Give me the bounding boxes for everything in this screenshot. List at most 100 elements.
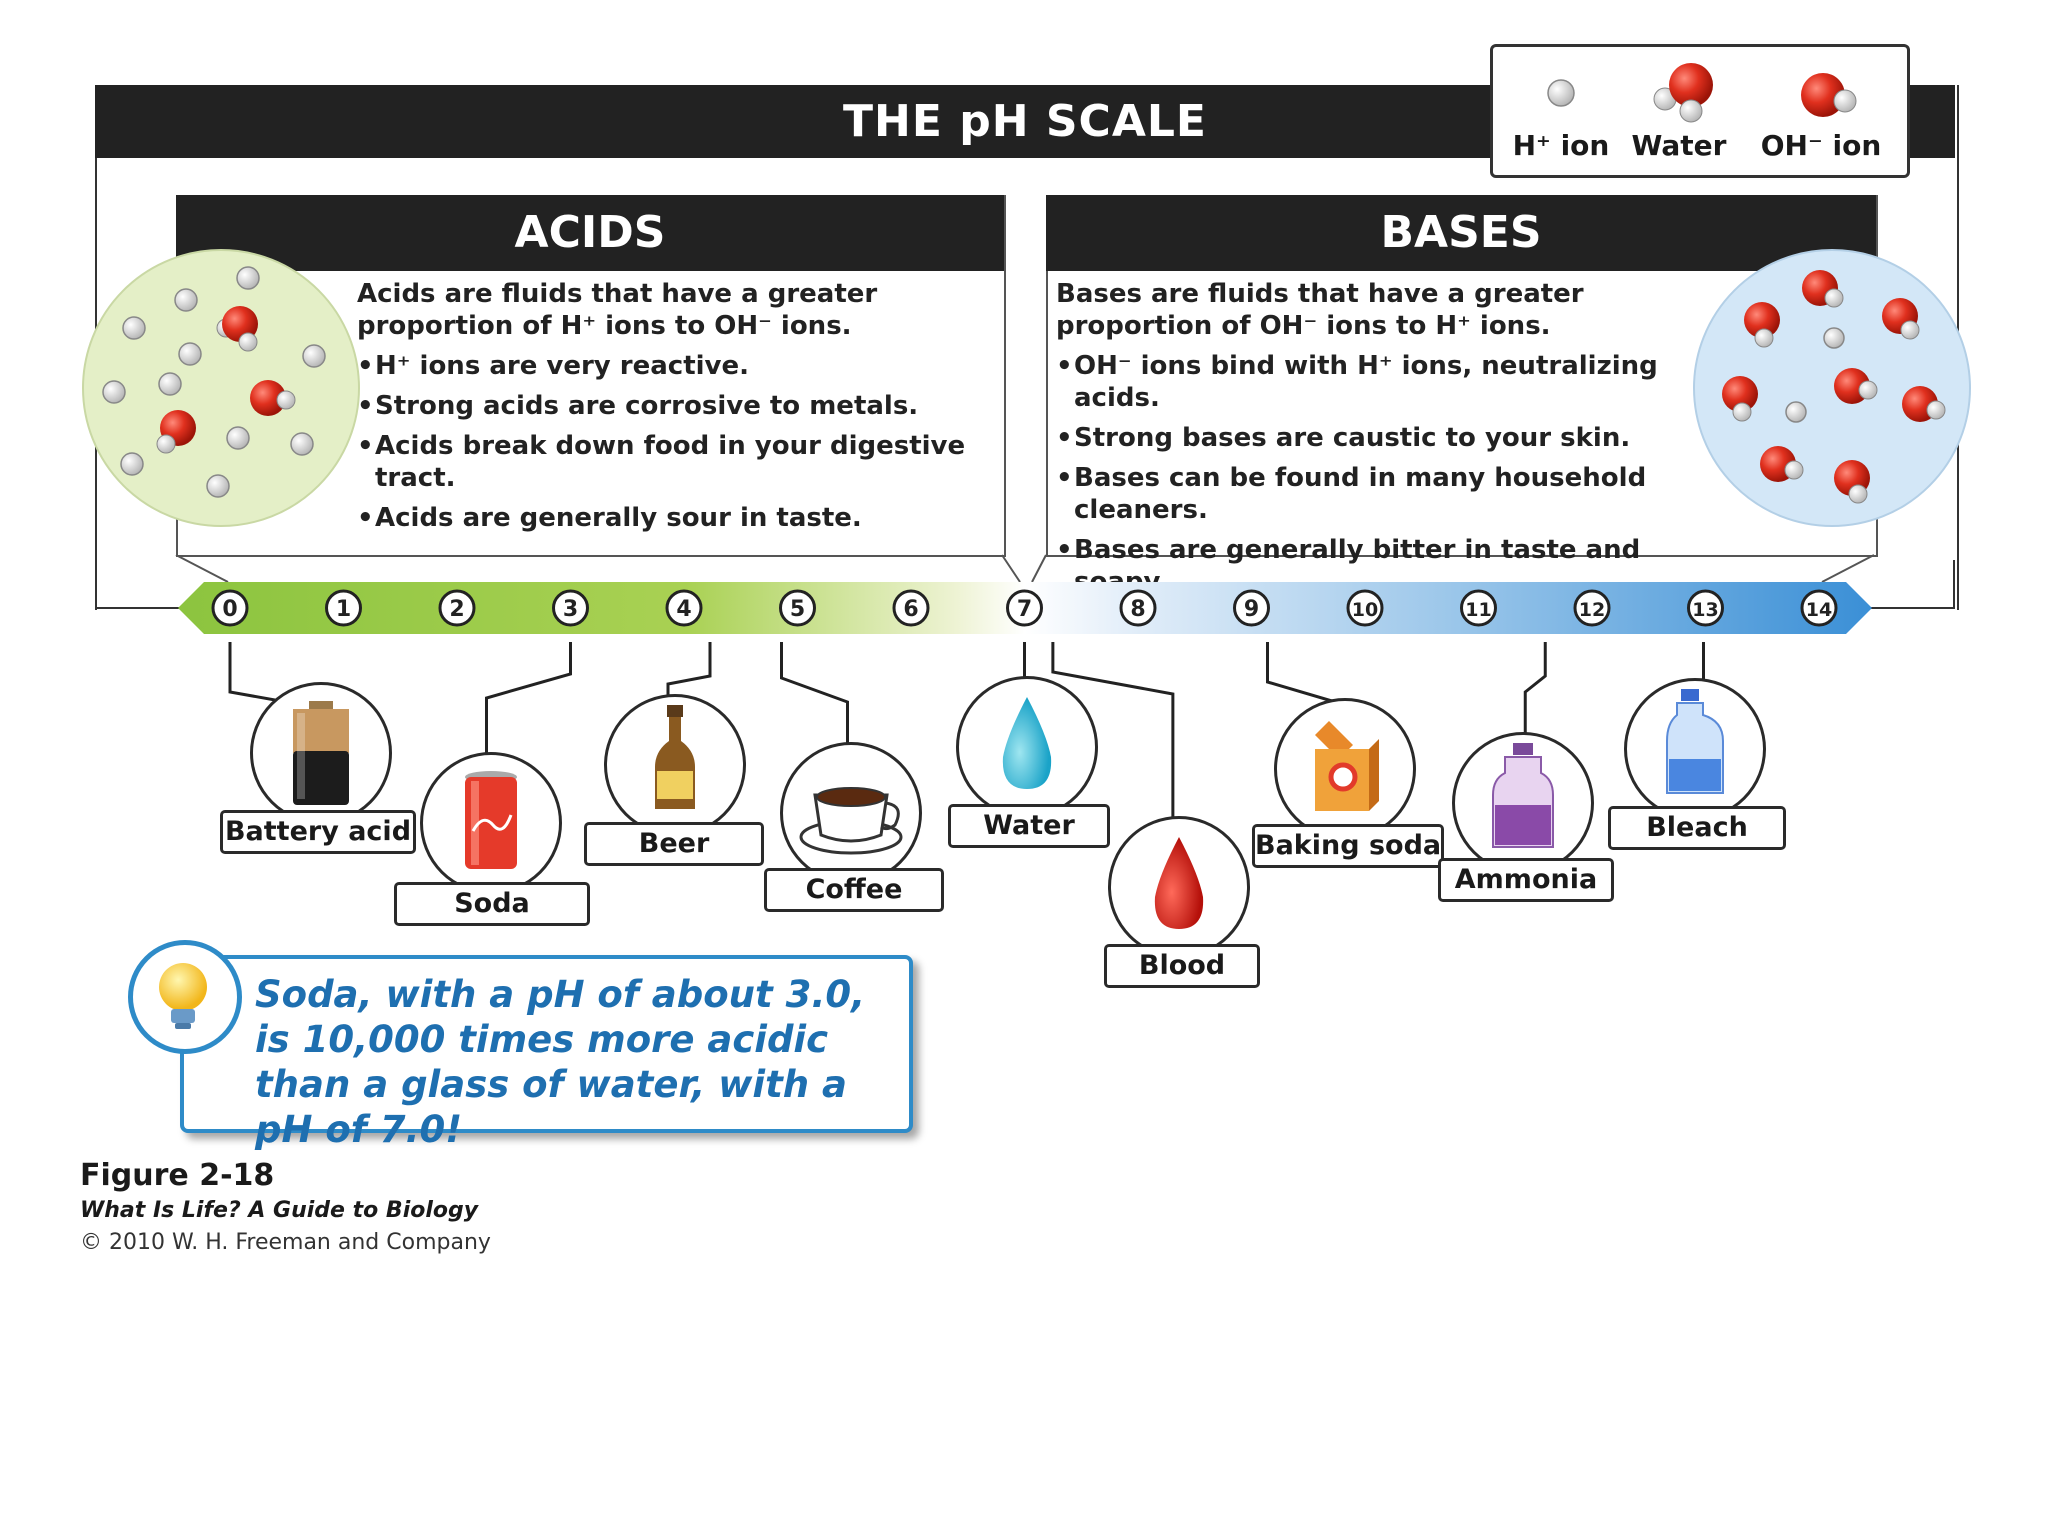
ph-tick-1: 1: [325, 589, 362, 627]
ph-tick-11: 11: [1460, 589, 1497, 627]
acids-text: Acids are fluids that have a greater pro…: [357, 278, 997, 542]
ph-tick-3: 3: [552, 589, 589, 627]
ph-tick-9: 9: [1233, 589, 1270, 627]
acid-molecules-illustration: [82, 249, 360, 527]
svg-text:3: 3: [563, 597, 578, 622]
baking-soda-box-icon: [1315, 721, 1379, 811]
acids-bullets: H⁺ ions are very reactive. Strong acids …: [357, 350, 997, 534]
base-molecules-illustration: [1693, 249, 1971, 527]
battery-acid-circle: [250, 682, 392, 824]
bases-intro: Bases are fluids that have a greater pro…: [1056, 279, 1584, 341]
leader-line-ammonia: [1523, 642, 1547, 746]
lightbulb-icon: [128, 940, 242, 1054]
ph-tick-8: 8: [1119, 589, 1157, 627]
svg-text:4: 4: [676, 597, 691, 622]
blood-label: Blood: [1104, 944, 1260, 988]
leader-line-coffee: [780, 642, 849, 754]
ammonia-label: Ammonia: [1438, 858, 1614, 902]
bases-bullet: Bases can be found in many household cle…: [1056, 462, 1716, 526]
soda-label: Soda: [394, 882, 590, 926]
page-title: THE pH SCALE: [843, 96, 1207, 147]
figure-number: Figure 2-18: [80, 1158, 275, 1193]
acids-bullet: Acids are generally sour in taste.: [357, 502, 997, 534]
figure-book-title: What Is Life? A Guide to Biology: [80, 1198, 479, 1223]
svg-text:12: 12: [1579, 599, 1605, 621]
coffee-cup-icon: [799, 787, 903, 855]
baking-soda-label: Baking soda: [1252, 824, 1444, 868]
leader-line-blood: [1051, 642, 1175, 820]
beer-circle: [604, 694, 746, 836]
baking-soda-circle: [1274, 698, 1416, 840]
water-label: Water: [948, 804, 1110, 848]
acids-heading: ACIDS: [176, 195, 1004, 271]
ammonia-circle: [1452, 732, 1594, 874]
water-drop-icon: [1002, 697, 1052, 789]
svg-text:10: 10: [1352, 599, 1378, 621]
svg-text:11: 11: [1465, 599, 1491, 621]
bases-bullet: Bases are generally bitter in taste and …: [1056, 534, 1716, 598]
ph-tick-13: 13: [1687, 589, 1724, 627]
oh-ion-icon: [1801, 73, 1857, 117]
ph-tick-7: 7: [1006, 589, 1043, 627]
svg-text:2: 2: [449, 597, 464, 622]
bleach-label: Bleach: [1608, 806, 1786, 850]
svg-text:7: 7: [1017, 597, 1032, 622]
bleach-jug-icon: [1666, 689, 1724, 794]
svg-text:0: 0: [222, 597, 237, 622]
bleach-circle: [1624, 678, 1766, 820]
acids-bullet: H⁺ ions are very reactive.: [357, 350, 997, 382]
bases-text: Bases are fluids that have a greater pro…: [1056, 278, 1716, 606]
svg-text:6: 6: [903, 597, 918, 622]
ph-tick-14: 14: [1800, 589, 1838, 627]
legend: H⁺ ion Water OH⁻ ion: [1490, 44, 1910, 178]
leader-line-beer: [666, 642, 712, 702]
svg-text:5: 5: [790, 597, 805, 622]
callout-box: [180, 955, 913, 1133]
svg-text:8: 8: [1130, 597, 1145, 622]
acids-intro: Acids are fluids that have a greater pro…: [357, 279, 878, 341]
ph-tick-12: 12: [1573, 589, 1611, 627]
svg-text:1: 1: [336, 597, 351, 622]
h-ion-icon: [1547, 79, 1575, 107]
ph-tick-5: 5: [779, 589, 816, 627]
figure-copyright: © 2010 W. H. Freeman and Company: [80, 1230, 491, 1255]
acids-bullet: Acids break down food in your digestive …: [357, 430, 997, 494]
bases-bullet: Strong bases are caustic to your skin.: [1056, 422, 1716, 454]
frame-corner-left: [95, 560, 180, 609]
ph-tick-6: 6: [892, 589, 930, 627]
frame-corner-right: [1870, 560, 1955, 609]
blood-drop-icon: [1154, 837, 1204, 929]
ph-tick-2: 2: [438, 589, 476, 627]
coffee-circle: [780, 742, 922, 884]
battery-acid-label: Battery acid: [220, 810, 416, 854]
leader-line-soda: [485, 642, 572, 786]
soda-circle: [420, 752, 562, 894]
leader-lines: [228, 642, 1705, 820]
bases-heading: BASES: [1046, 195, 1876, 271]
soda-can-icon: [465, 771, 517, 869]
bases-bullet: OH⁻ ions bind with H⁺ ions, neutralizing…: [1056, 350, 1716, 414]
battery-icon: [293, 701, 349, 805]
callout-text: Soda, with a pH of about 3.0, is 10,000 …: [255, 973, 866, 1151]
bases-bullets: OH⁻ ions bind with H⁺ ions, neutralizing…: [1056, 350, 1716, 598]
svg-text:9: 9: [1244, 597, 1259, 622]
ammonia-bottle-icon: [1492, 743, 1554, 848]
coffee-label: Coffee: [764, 868, 944, 912]
legend-water-label: Water: [1631, 129, 1727, 162]
ph-tick-0: 0: [211, 589, 249, 627]
water-circle: [956, 676, 1098, 818]
svg-text:13: 13: [1692, 599, 1718, 621]
blood-circle: [1108, 816, 1250, 958]
legend-oh-ion-label: OH⁻ ion: [1760, 129, 1882, 162]
beer-label: Beer: [584, 822, 764, 866]
ph-tick-10: 10: [1346, 589, 1384, 627]
acids-bullet: Strong acids are corrosive to metals.: [357, 390, 997, 422]
ph-tick-4: 4: [665, 589, 703, 627]
legend-icons: [1547, 63, 1857, 123]
svg-text:14: 14: [1806, 599, 1832, 621]
legend-h-ion-label: H⁺ ion: [1512, 129, 1610, 162]
water-molecule-icon: [1653, 63, 1713, 123]
beer-bottle-icon: [655, 705, 695, 809]
